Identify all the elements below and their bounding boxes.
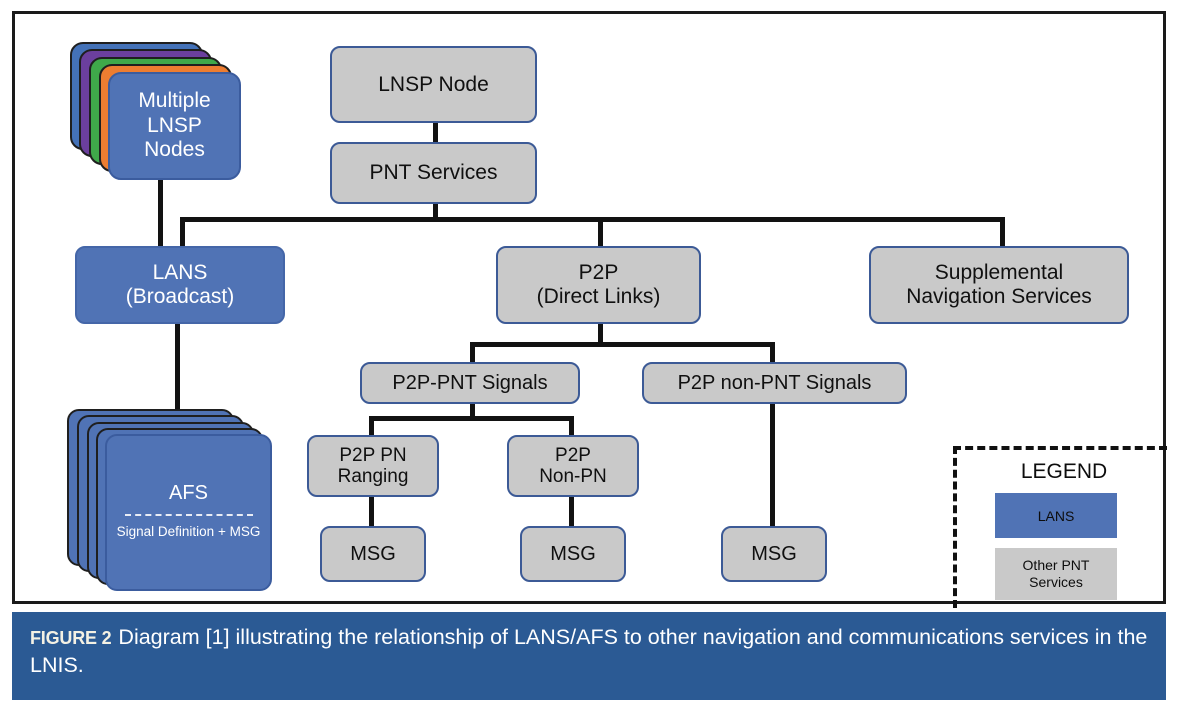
p2p-non-pnt-signals-label: P2P non-PNT Signals — [677, 371, 872, 394]
msg-mid-label: MSG — [550, 542, 596, 565]
node-p2p[interactable]: P2P (Direct Links) — [496, 246, 701, 324]
connector-p2ppnt-subbus2 — [369, 416, 574, 421]
node-msg-right[interactable]: MSG — [721, 526, 827, 582]
supplemental-line2: Navigation Services — [906, 285, 1092, 308]
p2p-line1: P2P — [578, 261, 619, 285]
legend-title: LEGEND — [1020, 460, 1108, 483]
afs-title: AFS — [169, 482, 208, 505]
node-p2p-pnt-signals[interactable]: P2P-PNT Signals — [360, 362, 580, 404]
msg-right-label: MSG — [751, 542, 797, 565]
node-p2p-non-pnt-signals[interactable]: P2P non-PNT Signals — [642, 362, 907, 404]
p2p-pn-ranging-line1: P2P PN — [339, 444, 407, 466]
node-supplemental-navigation-services[interactable]: Supplemental Navigation Services — [869, 246, 1129, 324]
connector-lnspnode-to-pnt — [433, 122, 438, 154]
connector-lnspnodes-to-lans — [158, 169, 163, 246]
diagram-frame: Multiple LNSP Nodes LNSP Node PNT Servic… — [12, 11, 1167, 608]
node-multiple-lnsp-nodes-front: Multiple LNSP Nodes — [108, 72, 241, 180]
connector-p2p-to-subbus — [598, 324, 603, 346]
node-lnsp-node[interactable]: LNSP Node — [330, 46, 537, 123]
afs-divider — [124, 514, 253, 517]
lans-line2: (Broadcast) — [125, 285, 235, 308]
connector-subbus-to-p2ppnt — [470, 342, 475, 368]
multiple-lnsp-line3: Nodes — [144, 138, 205, 162]
legend-swatch-lans: LANS — [995, 493, 1117, 538]
node-multiple-lnsp-nodes[interactable]: Multiple LNSP Nodes — [70, 42, 255, 182]
connector-bus-to-lans — [180, 217, 185, 246]
legend-swatch-other-label-line1: Other PNT — [1022, 556, 1090, 573]
connector-bus-to-p2p — [598, 217, 603, 246]
supplemental-line1: Supplemental — [934, 261, 1064, 285]
figure-caption-text: Diagram [1] illustrating the relationshi… — [30, 625, 1148, 677]
p2p-line2: (Direct Links) — [536, 285, 661, 308]
lnsp-node-label: LNSP Node — [378, 72, 489, 96]
multiple-lnsp-line2: LNSP — [147, 113, 202, 137]
legend-swatch-other-pnt-services: Other PNT Services — [995, 548, 1117, 600]
msg-left-label: MSG — [350, 542, 396, 565]
legend-swatch-lans-label: LANS — [1037, 507, 1075, 524]
node-msg-left[interactable]: MSG — [320, 526, 426, 582]
connector-lans-to-afs — [175, 324, 180, 434]
connector-subbus2-to-nonpn — [569, 416, 574, 440]
node-p2p-non-pn[interactable]: P2P Non-PN — [507, 435, 639, 497]
connector-main-bus — [180, 217, 1005, 222]
connector-subbus2-to-pnranging — [369, 416, 374, 440]
connector-p2p-subbus — [470, 342, 775, 347]
connector-nonpn-to-msg — [569, 493, 574, 530]
afs-sub-line2: + — [217, 524, 226, 540]
node-p2p-pn-ranging[interactable]: P2P PN Ranging — [307, 435, 439, 497]
p2p-non-pn-line1: P2P — [555, 444, 591, 466]
connector-p2pnonpnt-to-msg — [770, 400, 775, 530]
diagram-canvas: Multiple LNSP Nodes LNSP Node PNT Servic… — [15, 14, 1167, 608]
legend-swatch-other-label-line2: Services — [1029, 574, 1083, 590]
p2p-pnt-signals-label: P2P-PNT Signals — [392, 371, 548, 394]
pnt-services-label: PNT Services — [369, 161, 498, 185]
p2p-non-pn-line2: Non-PN — [539, 466, 607, 487]
afs-subtext: Signal Definition + MSG — [117, 522, 261, 543]
p2p-pn-ranging-line2: Ranging — [337, 466, 409, 487]
node-msg-mid[interactable]: MSG — [520, 526, 626, 582]
connector-pnranging-to-msg — [369, 493, 374, 530]
afs-sub-line3: MSG — [229, 524, 261, 540]
node-pnt-services[interactable]: PNT Services — [330, 142, 537, 204]
node-afs[interactable]: AFS Signal Definition + MSG — [67, 409, 272, 591]
connector-pnt-to-bus — [433, 192, 438, 220]
legend-box: LEGEND LANS Other PNT Services — [953, 446, 1167, 608]
figure-number-tag: FIGURE 2 — [30, 628, 112, 648]
multiple-lnsp-line1: Multiple — [138, 88, 211, 112]
node-afs-front: AFS Signal Definition + MSG — [105, 434, 272, 591]
afs-sub-line1: Signal Definition — [116, 524, 215, 540]
connector-p2ppnt-to-subbus2 — [470, 400, 475, 420]
connector-subbus-to-p2pnonpnt — [770, 342, 775, 368]
lans-line1: LANS — [152, 261, 208, 285]
node-lans[interactable]: LANS (Broadcast) — [75, 246, 285, 324]
connector-bus-to-supplemental — [1000, 217, 1005, 246]
